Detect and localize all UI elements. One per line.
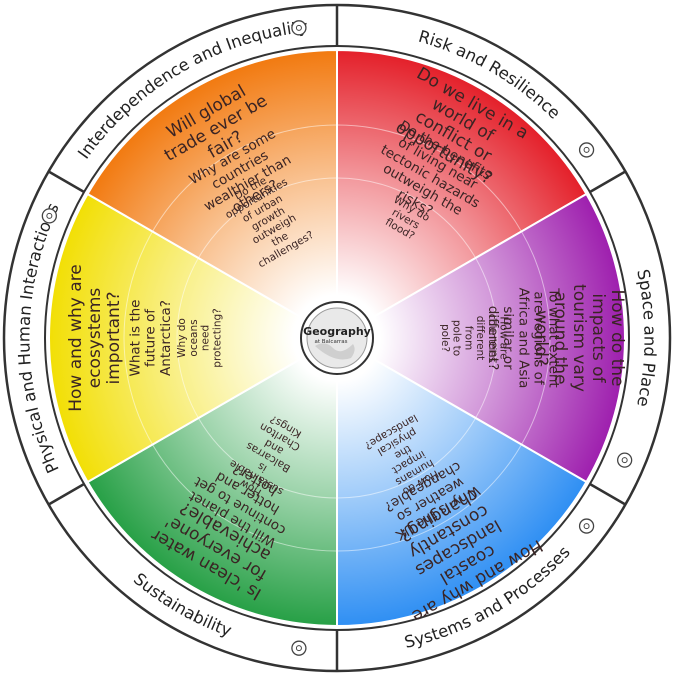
question-space-3: How arecountriesdifferentfrompole topole… (439, 314, 510, 363)
logo-subtitle: at Balcarras (314, 339, 347, 345)
theme-divider (589, 170, 627, 194)
question-physical-1: How and why areecosystemsimportant? (66, 264, 124, 412)
theme-divider (47, 482, 85, 506)
guide-ring-1 (123, 124, 551, 552)
question-physical-3: Why dooceansneedprotecting? (176, 308, 223, 367)
globe-icon (41, 208, 57, 224)
recycle-icon (291, 640, 307, 656)
map-pin-icon (617, 452, 633, 468)
globe-image (306, 307, 368, 369)
theme-divider (47, 170, 85, 194)
question-space-1: How do theimpacts oftourism varyaround t… (531, 284, 627, 392)
gears-icon (578, 518, 595, 534)
question-risk-3: Why doriversflood? (380, 194, 432, 245)
globe-land (315, 343, 355, 360)
question-space-2: To what extentare regions ofAfrica and A… (485, 287, 561, 388)
question-physical-2: What is thefuture ofAntarctica? (128, 300, 174, 377)
guide-ring-2 (176, 177, 498, 499)
question-systems-2: Why is the UKweather sochangeable? (377, 456, 483, 544)
warning-triangle-icon (578, 142, 595, 158)
theme-divider (589, 482, 627, 506)
network-icon (291, 20, 307, 36)
logo-title: Geography (303, 325, 371, 338)
